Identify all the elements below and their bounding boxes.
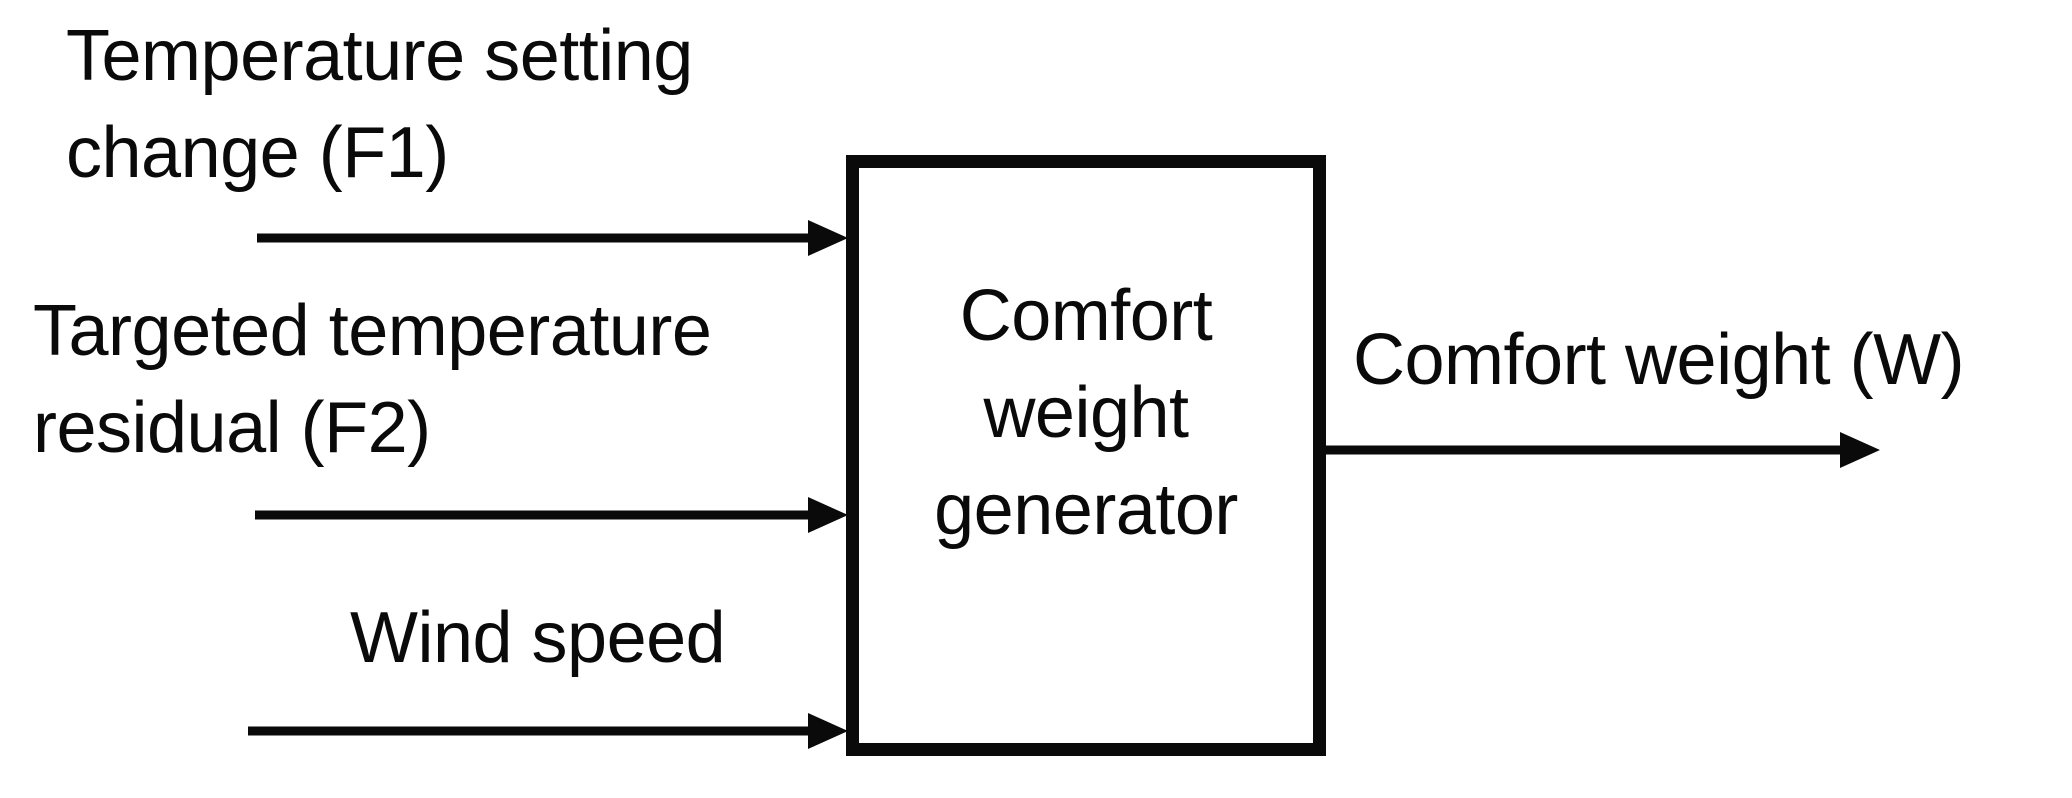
arrowhead-right-icon — [808, 220, 848, 256]
output-label-comfort-weight: Comfort weight (W) — [1353, 320, 1965, 400]
input-arrow-targeted-temperature-residual — [255, 497, 848, 533]
output-arrow-comfort-weight — [1326, 432, 1880, 468]
arrowhead-right-icon — [1840, 432, 1880, 468]
input-label-temperature-setting-change: Temperature setting change (F1) — [66, 16, 693, 193]
input-label-targeted-temperature-residual: Targeted temperature residual (F2) — [33, 291, 712, 468]
arrowhead-right-icon — [808, 713, 848, 749]
arrow-shaft — [255, 510, 812, 520]
arrow-shaft — [257, 233, 812, 243]
arrow-shaft — [1326, 445, 1844, 455]
input-label-wind-speed: Wind speed — [350, 598, 726, 678]
input-arrow-wind-speed — [248, 713, 848, 749]
input-arrow-temperature-setting-change — [257, 220, 848, 256]
comfort-weight-generator-block: Comfort weight generator — [846, 155, 1326, 756]
block-label: Comfort weight generator — [934, 276, 1238, 550]
arrowhead-right-icon — [808, 497, 848, 533]
arrow-shaft — [248, 726, 812, 736]
